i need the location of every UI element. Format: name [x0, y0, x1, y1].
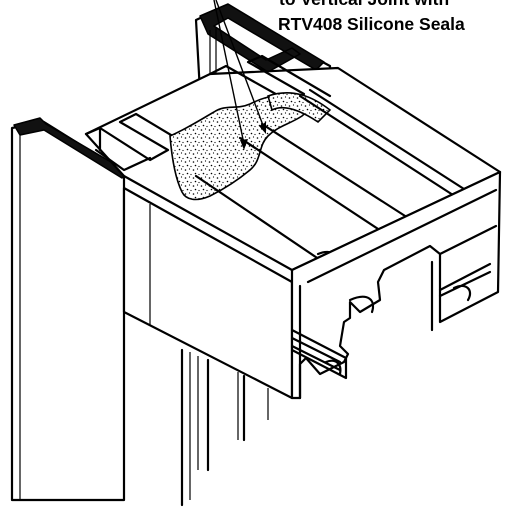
leader-arrowhead-left	[240, 139, 248, 150]
callout-text-line-2: RTV408 Silicone Seala	[278, 14, 465, 34]
lower-vertical-mullion	[180, 348, 269, 507]
top-face-ribs	[194, 88, 481, 270]
callout-leader-lines	[213, 0, 266, 150]
silicone-sealant-band	[169, 92, 332, 201]
callout-text-line-1: to Vertical Joint with	[279, 0, 449, 9]
leader-arrowhead-right	[259, 122, 266, 134]
lower-glazing-channel	[290, 262, 492, 380]
left-vertical-frame	[10, 117, 129, 502]
